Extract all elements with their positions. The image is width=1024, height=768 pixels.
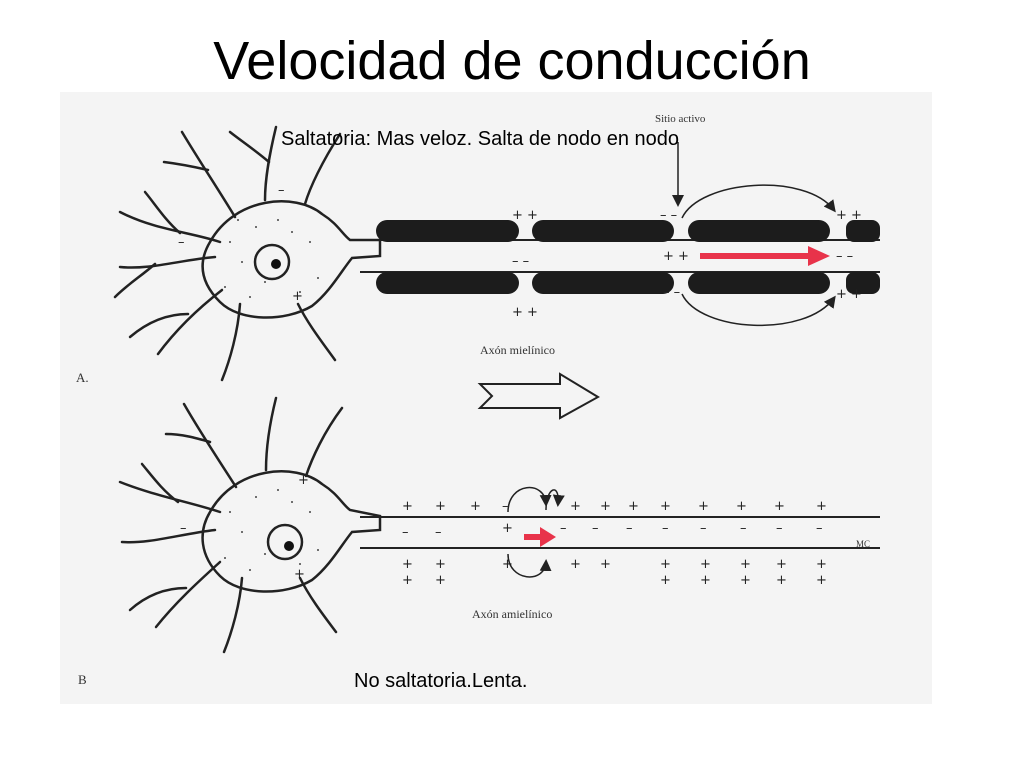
saltatory-caption: Saltatoria: Mas veloz. Salta de nodo en … [281, 128, 680, 150]
svg-text:+ +: + + [512, 208, 538, 223]
svg-text:–: – [502, 499, 509, 514]
svg-text:+ +: + + [836, 208, 862, 223]
svg-text:+: + [292, 289, 303, 304]
svg-text:+: + [402, 499, 413, 514]
svg-text:– –: – – [512, 254, 529, 269]
svg-text:+: + [600, 557, 611, 572]
non-saltatory-caption: No saltatoria.Lenta. [354, 670, 528, 692]
svg-text:+: + [402, 573, 413, 588]
myelinated-axon-label: Axón mielínico [480, 343, 555, 357]
impulse-arrow-b [524, 527, 556, 547]
svg-text:–: – [662, 521, 669, 536]
svg-text:+: + [700, 573, 711, 588]
svg-text:–: – [560, 521, 567, 536]
svg-text:+: + [470, 499, 481, 514]
svg-text:+: + [736, 499, 747, 514]
myelin-sheath [532, 272, 674, 294]
svg-text:+: + [740, 573, 751, 588]
active-site-label: Sitio activo [655, 113, 706, 125]
nucleus-a [253, 243, 291, 281]
svg-text:+: + [660, 557, 671, 572]
myelin-sheath [376, 220, 519, 242]
myelin-sheath [688, 272, 830, 294]
direction-arrow [477, 372, 600, 420]
svg-text:+: + [435, 499, 446, 514]
myelin-sheath [688, 220, 830, 242]
svg-text:+: + [698, 499, 709, 514]
svg-text:+: + [294, 567, 305, 582]
svg-text:+: + [740, 557, 751, 572]
charge-signs-a: + + – – + + – – + + – – + + – – + + – + … [178, 183, 862, 320]
unmyelinated-axon [360, 516, 880, 549]
svg-text:–: – [626, 521, 633, 536]
panel-a-letter: A. [76, 370, 89, 385]
svg-text:–: – [740, 521, 747, 536]
svg-text:+: + [816, 499, 827, 514]
svg-text:–: – [700, 521, 707, 536]
dendrites-b [118, 396, 344, 654]
svg-text:+: + [700, 557, 711, 572]
svg-text:+: + [402, 557, 413, 572]
svg-text:+: + [660, 573, 671, 588]
svg-text:+: + [435, 557, 446, 572]
svg-text:+: + [435, 573, 446, 588]
local-current-loops-a [681, 184, 836, 327]
svg-text:+: + [570, 499, 581, 514]
svg-text:+: + [502, 521, 513, 536]
myelin-sheath [532, 220, 674, 242]
svg-text:–: – [178, 235, 185, 250]
svg-text:–: – [435, 525, 442, 540]
svg-text:–: – [592, 521, 599, 536]
panel-b-letter: B [78, 672, 87, 687]
svg-text:+: + [774, 499, 785, 514]
signature: MC [856, 539, 870, 549]
impulse-arrow-a [700, 246, 830, 266]
svg-text:+: + [816, 557, 827, 572]
neuron-soma-a [201, 200, 382, 319]
svg-text:+: + [776, 573, 787, 588]
svg-text:+: + [776, 557, 787, 572]
svg-text:+: + [570, 557, 581, 572]
neuron-conduction-figure: + + – – + + – – + + – – + + – – + + – + … [60, 92, 932, 704]
local-current-loops-b [507, 487, 565, 578]
svg-text:+: + [600, 499, 611, 514]
svg-text:+ +: + + [836, 287, 862, 302]
svg-text:–: – [402, 525, 409, 540]
svg-text:–: – [816, 521, 823, 536]
svg-text:– –: – – [836, 249, 853, 264]
slide-title: Velocidad de conducción [213, 31, 811, 91]
charge-signs-b: +++– ++++ ++++ ––+ –––– –––– +++ ++++ ++… [180, 473, 827, 588]
svg-text:+: + [298, 473, 309, 488]
svg-text:+: + [502, 557, 513, 572]
svg-text:+: + [628, 499, 639, 514]
myelin-sheath [846, 220, 880, 242]
unmyelinated-axon-label: Axón amielínico [472, 607, 552, 621]
svg-text:+ +: + + [663, 249, 689, 264]
svg-text:–: – [180, 521, 187, 536]
svg-text:–: – [278, 183, 285, 198]
svg-text:– –: – – [660, 208, 677, 223]
neuron-diagram: + + – – + + – – + + – – + + – – + + – + … [76, 113, 880, 687]
svg-text:+: + [816, 573, 827, 588]
nucleus-b [266, 523, 304, 561]
svg-text:+: + [660, 499, 671, 514]
myelin-sheath [376, 272, 519, 294]
dendrites-a [113, 125, 342, 382]
svg-text:– –: – – [663, 285, 680, 300]
myelinated-axon [360, 220, 880, 294]
myelin-sheath [846, 272, 880, 294]
svg-text:–: – [776, 521, 783, 536]
svg-text:+ +: + + [512, 305, 538, 320]
